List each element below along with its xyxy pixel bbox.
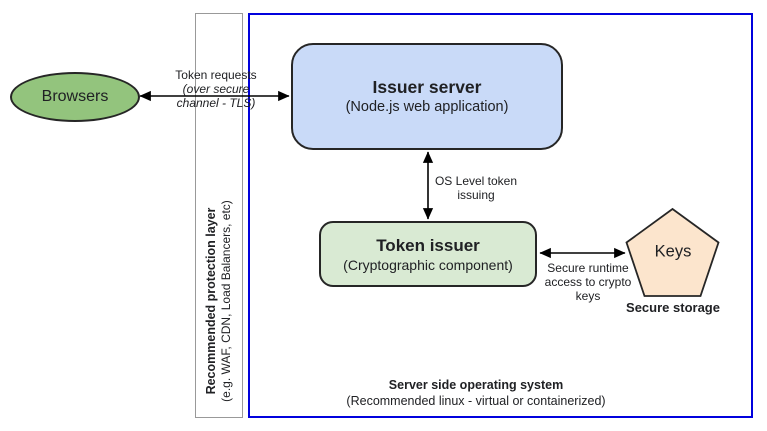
os-token-issuing-label: OS Level token issuing	[435, 174, 517, 202]
secure-runtime-line2: access to crypto	[544, 275, 632, 289]
browsers-label: Browsers	[41, 88, 109, 105]
token-issuer-subtitle: (Cryptographic component)	[343, 256, 513, 273]
secure-runtime-label: Secure runtime access to crypto keys	[545, 261, 632, 303]
server-os-title: Server side operating system	[388, 378, 564, 392]
server-os-label: Server side operating system (Recommende…	[346, 378, 605, 409]
token-issuer-title: Token issuer	[376, 235, 480, 255]
browsers-node: Browsers	[10, 72, 140, 122]
secure-runtime-line1: Secure runtime	[547, 261, 629, 275]
secure-storage-label: Secure storage	[626, 300, 720, 315]
issuer-server-node: Issuer server (Node.js web application)	[291, 43, 563, 150]
protection-layer-strip	[195, 13, 243, 418]
os-token-issuing-line1: OS Level token	[434, 174, 518, 188]
keys-label: Keys	[654, 242, 692, 261]
issuer-server-subtitle: (Node.js web application)	[345, 99, 509, 115]
protection-layer-subtitle: (e.g. WAF, CDN, Load Balancers, etc)	[219, 200, 233, 402]
server-os-box	[248, 13, 753, 418]
protection-layer-label: Recommended protection layer (e.g. WAF, …	[204, 200, 234, 402]
protection-layer-title: Recommended protection layer	[204, 207, 218, 395]
issuer-server-title: Issuer server	[372, 77, 482, 97]
token-requests-line3: channel - TLS)	[176, 96, 256, 110]
os-token-issuing-line2: issuing	[457, 188, 495, 202]
secure-runtime-line3: keys	[575, 289, 601, 303]
token-requests-line1: Token requests	[175, 68, 257, 82]
token-requests-line2: (over secure	[182, 82, 250, 96]
token-issuer-node: Token issuer (Cryptographic component)	[319, 221, 537, 287]
token-requests-label: Token requests (over secure channel - TL…	[175, 68, 256, 110]
server-os-subtitle: (Recommended linux - virtual or containe…	[346, 393, 606, 408]
